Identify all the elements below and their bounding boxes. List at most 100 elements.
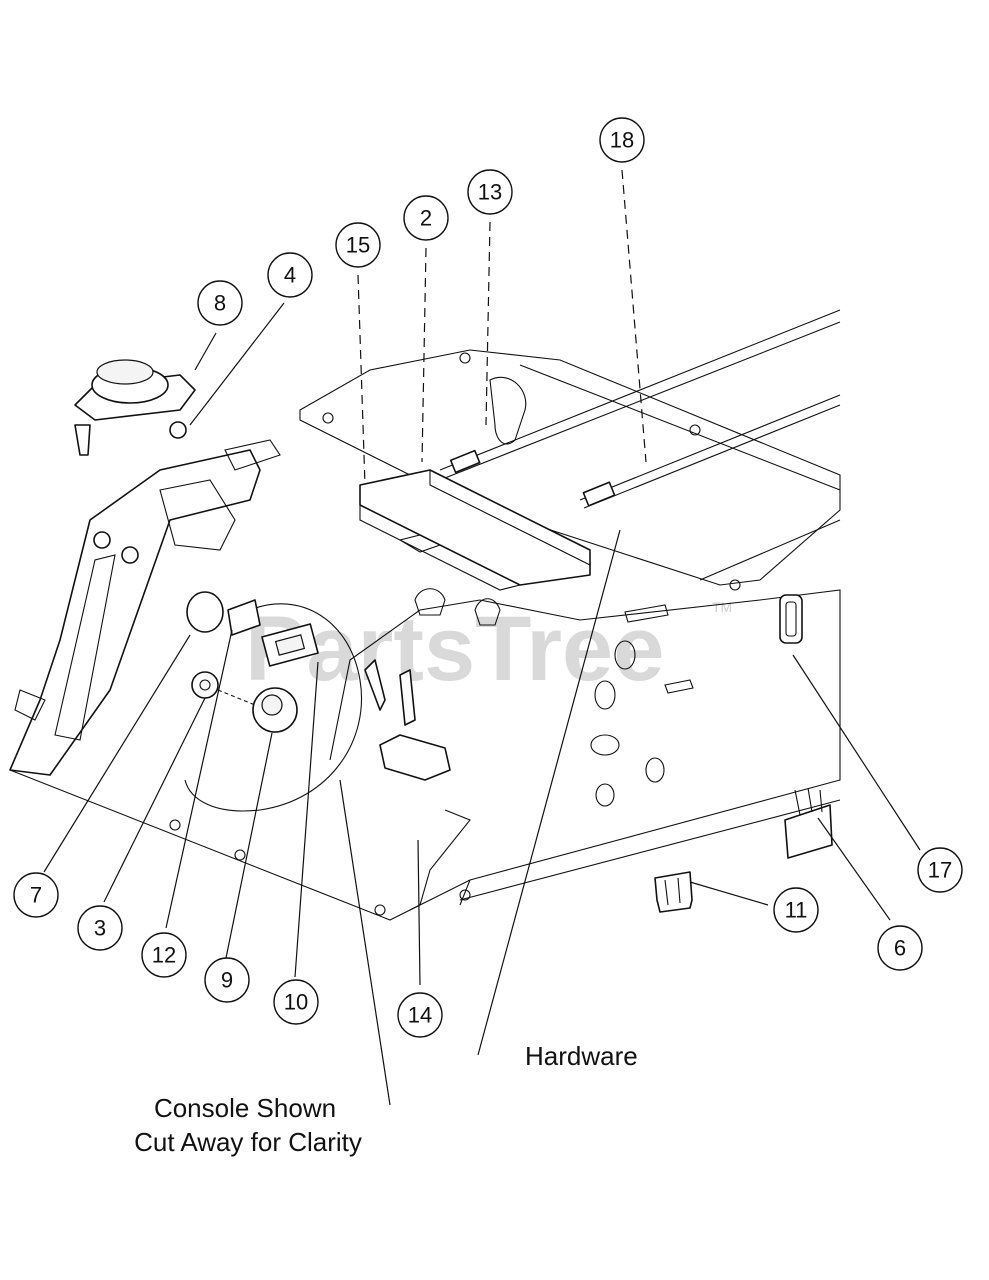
callout-4-label: 4 [284, 263, 296, 288]
callout-11: 11 [773, 887, 819, 933]
clip-detail [664, 877, 681, 906]
leader-console [339, 779, 391, 1106]
callout-12-label: 12 [152, 943, 176, 968]
washer-hole [199, 679, 211, 691]
lower-plate [9, 589, 841, 921]
plate-tab [414, 588, 446, 616]
callout-17: 17 [917, 847, 963, 893]
callout-18: 18 [599, 117, 645, 163]
callout-12: 12 [141, 932, 187, 978]
console-cutaway-arc [184, 603, 362, 812]
lever-arm [364, 659, 386, 711]
callout-14-label: 14 [408, 1003, 432, 1028]
plate-slot [624, 604, 669, 623]
callout-7-label: 7 [30, 883, 42, 908]
console-note-line2: Cut Away for Clarity [134, 1127, 362, 1157]
leader-hardware [477, 529, 621, 1056]
washer [191, 671, 219, 699]
console-slot [54, 554, 116, 741]
bracket-curve [489, 376, 527, 445]
ignition-switch-face [261, 694, 283, 716]
callout-11-label: 11 [785, 898, 808, 923]
leader-4 [189, 302, 285, 426]
leader-2 [421, 247, 427, 463]
control-rod-upper [439, 309, 841, 479]
console-hole [93, 531, 111, 549]
clip [654, 871, 693, 913]
knob-bolt [74, 424, 91, 456]
callout-3-label: 3 [94, 916, 106, 941]
callout-10: 10 [273, 979, 319, 1025]
frame-plate-edge [519, 364, 841, 581]
wire-connector-slot [785, 601, 797, 637]
knob-assembly [74, 359, 196, 456]
module-tab [398, 534, 442, 553]
callout-4: 4 [267, 252, 313, 298]
callout-6: 6 [877, 925, 923, 971]
leader-lines [43, 169, 921, 1106]
leader-14 [417, 839, 421, 986]
callout-8: 8 [197, 280, 243, 326]
frame-hole [459, 352, 471, 364]
console-note-line1: Console Shown [154, 1093, 336, 1123]
console-slot-top [224, 439, 281, 471]
leader-6 [817, 817, 891, 921]
knob-top [96, 359, 154, 385]
callout-6-label: 6 [894, 936, 906, 961]
control-rod-lower [579, 394, 841, 509]
callout-18-label: 18 [610, 128, 634, 153]
callout-13-label: 13 [478, 180, 502, 205]
relay-pins [794, 787, 823, 816]
plate-hole [234, 849, 246, 861]
callout-7: 7 [13, 872, 59, 918]
lower-plate-edge [459, 799, 841, 906]
callout-3: 3 [77, 905, 123, 951]
key-switch-slot [274, 634, 306, 656]
console-hole [121, 546, 139, 564]
callout-8-label: 8 [214, 291, 226, 316]
plate-hole [594, 680, 616, 710]
rod-end-fitting [582, 481, 616, 507]
frame-hole [689, 424, 701, 436]
lever-linkage [409, 809, 471, 911]
watermark-tm: TM [712, 599, 732, 615]
callout-9: 9 [204, 957, 250, 1003]
lever-arm [399, 669, 416, 726]
leader-17 [792, 654, 921, 851]
plate-hole [459, 889, 471, 901]
callout-2-label: 2 [420, 206, 432, 231]
plate-hole [645, 757, 665, 783]
frame-hole [322, 412, 334, 424]
parts-artwork [9, 309, 841, 921]
callout-9-label: 9 [221, 968, 233, 993]
callout-15-label: 15 [346, 233, 370, 258]
text-labels: Hardware Console Shown Cut Away for Clar… [134, 1041, 638, 1157]
leader-10 [294, 661, 319, 978]
callout-2: 2 [403, 195, 449, 241]
console-tab [14, 689, 46, 721]
callout-14: 14 [397, 992, 443, 1038]
callouts: 18 13 2 15 4 8 7 3 [13, 117, 963, 1038]
console-panel [9, 449, 261, 776]
plate-tab [474, 598, 501, 626]
plate-hole [374, 904, 386, 916]
leader-15 [357, 274, 366, 486]
rod-end-fitting [449, 449, 481, 474]
relay-body [784, 804, 833, 859]
switch-plunger [379, 734, 451, 781]
plate-slot [664, 679, 694, 694]
frame-hole [729, 579, 741, 591]
console-bracket [159, 479, 236, 551]
leader-13 [485, 221, 491, 426]
switch-knob [186, 591, 224, 633]
switch-bushing [227, 599, 261, 636]
callout-13: 13 [467, 169, 513, 215]
module-box [359, 469, 591, 586]
plate-hole [614, 640, 636, 670]
leader-3 [103, 697, 206, 903]
nut [169, 421, 187, 439]
plate-hole [169, 819, 181, 831]
hardware-label: Hardware [525, 1041, 638, 1071]
plate-hole [595, 783, 615, 807]
